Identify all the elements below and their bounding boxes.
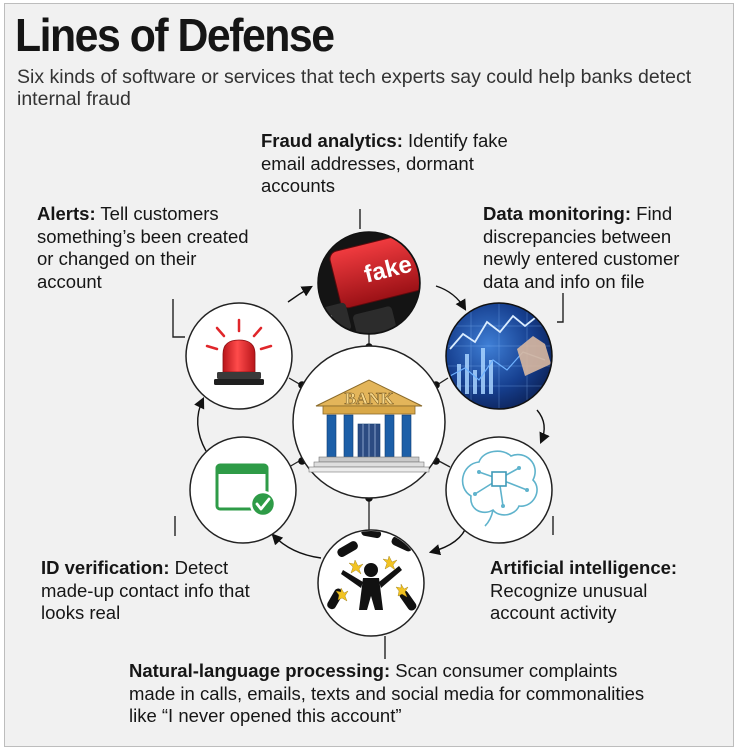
callout-alerts: Alerts: Tell customers something’s been … [37, 203, 249, 293]
cycle-arrows [194, 285, 550, 559]
callout-id-verification: ID verification: Detect made-up contact … [41, 557, 256, 625]
item-name: Fraud analytics: [261, 130, 403, 151]
item-name: ID verification: [41, 557, 170, 578]
fraud-analytics-node: fake ? [317, 231, 421, 335]
data-chart-icon [447, 304, 551, 408]
infographic: Lines of Defense Six kinds of software o… [4, 3, 734, 747]
callout-nlp: Natural-language processing: Scan consum… [129, 660, 659, 728]
alerts-node [185, 302, 293, 410]
bank-label: BANK [344, 389, 394, 408]
artificial-intelligence-node [445, 436, 553, 544]
bank-hub: BANK [292, 345, 446, 499]
item-name: Alerts: [37, 203, 96, 224]
data-monitoring-node [445, 302, 553, 410]
item-desc: Detect made-up contact info that looks r… [41, 557, 250, 623]
callout-data-monitoring: Data monitoring: Find discrepancies betw… [483, 203, 718, 293]
item-desc: Tell customers something’s been created … [37, 203, 249, 292]
item-desc: Recognize unusual account activity [490, 579, 648, 624]
item-desc: Identify fake email addresses, dormant a… [261, 130, 508, 196]
callout-artificial-intelligence: Artificial intelligence: Recognize unusu… [490, 557, 705, 625]
page-title: Lines of Defense [15, 9, 335, 61]
item-name: Data monitoring: [483, 203, 631, 224]
id-verification-node [189, 436, 297, 544]
item-desc: Find discrepancies between newly entered… [483, 203, 680, 292]
window-checkmark-icon [215, 463, 277, 518]
fake-key-icon: fake ? [319, 233, 419, 333]
bank-building-icon [308, 379, 430, 473]
nlp-node [317, 529, 425, 637]
item-name: Natural-language processing: [129, 660, 391, 681]
callout-fraud-analytics: Fraud analytics: Identify fake email add… [261, 130, 511, 198]
callout-leaders [172, 209, 564, 659]
item-desc: Scan consumer complaints made in calls, … [129, 660, 645, 726]
item-name: Artificial intelligence: [490, 557, 678, 578]
alarm-siren-icon [205, 318, 273, 385]
phones-complaints-icon [327, 531, 417, 611]
defense-cycle-diagram: BANK fake ? [172, 209, 564, 659]
page-subtitle: Six kinds of software or services that t… [17, 66, 692, 110]
